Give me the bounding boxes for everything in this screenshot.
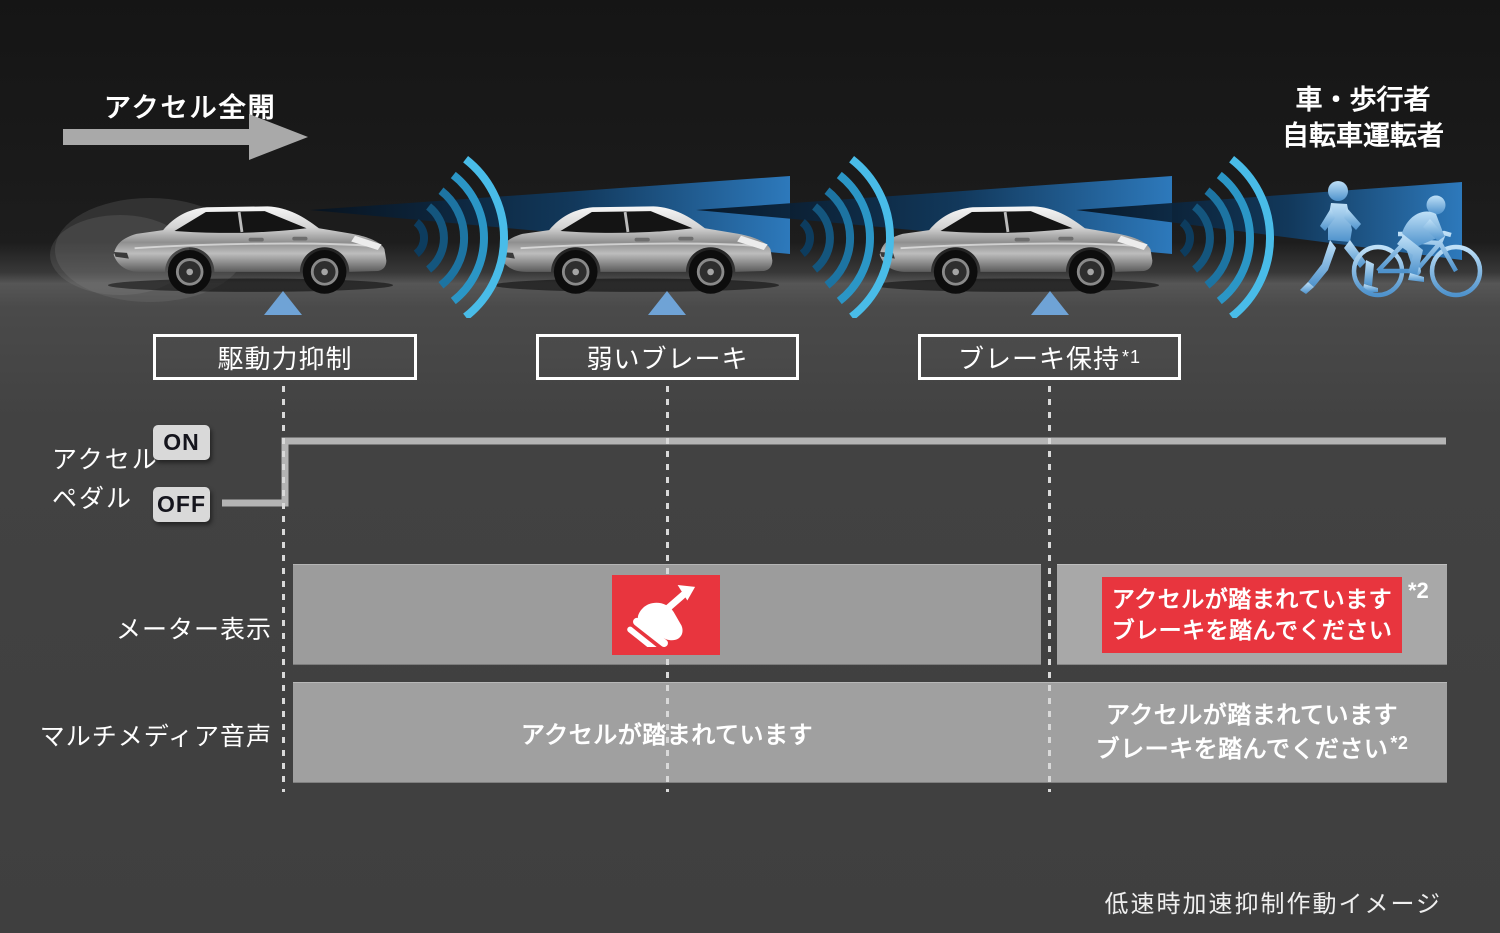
cyclist-icon <box>1351 195 1483 298</box>
stage-box-brake-hold: ブレーキ保持 *1 <box>918 334 1181 380</box>
indicator-triangle-icon <box>648 291 686 315</box>
radar-waves-icon <box>802 159 890 317</box>
stage-box-drive-suppression: 駆動力抑制 <box>153 334 417 380</box>
stage1-label: 駆動力抑制 <box>217 343 353 374</box>
stage3-label: ブレーキ保持 <box>957 343 1120 374</box>
audio-band <box>293 682 1447 783</box>
audio-message-2-line1: アクセルが踏まれています <box>1105 701 1399 729</box>
accelerator-pedal-warning-icon <box>627 584 696 647</box>
audio-footnote: *2 <box>1390 732 1409 753</box>
stage-box-weak-brake: 弱いブレーキ <box>536 334 799 380</box>
pedestrian-icon <box>1300 181 1378 294</box>
meter-footnote: *2 <box>1408 578 1429 603</box>
audio-row-label: マルチメディア音声 <box>39 723 272 751</box>
indicator-triangle-icon <box>264 291 302 315</box>
audio-message-2-line2-text: ブレーキを踏んでください <box>1095 735 1389 763</box>
pedal-off-badge: OFF <box>153 487 210 522</box>
pedal-label: アクセル ペダル <box>52 441 159 519</box>
audio-message-1-text: アクセルが踏まれています <box>520 722 814 749</box>
footer-caption: 低速時加速抑制作動イメージ <box>1104 891 1442 918</box>
audio-message-1: アクセルが踏まれています <box>293 682 1041 783</box>
targets-label: 車・歩行者 自転車運転者 <box>1282 82 1444 154</box>
pedal-label-line1: アクセル <box>52 446 159 474</box>
radar-waves-icon <box>416 159 504 317</box>
meter-warning-box: アクセルが踏まれています ブレーキを踏んでください <box>1102 577 1402 653</box>
dotted-guide-line <box>1048 386 1051 792</box>
accel-full-label: アクセル全開 <box>104 93 277 123</box>
meter-row-label: メーター表示 <box>115 616 272 644</box>
pedal-label-line2: ペダル <box>52 485 134 513</box>
meter-warning-line1: アクセルが踏まれています <box>1111 586 1393 612</box>
pedal-on-badge: ON <box>153 425 210 460</box>
pedal-state-line <box>222 437 1446 507</box>
targets-line2: 自転車運転者 <box>1282 121 1444 151</box>
indicator-triangle-icon <box>1031 291 1069 315</box>
audio-message-2: アクセルが踏まれています ブレーキを踏んでください*2 <box>1057 682 1447 783</box>
radar-waves-icon <box>1182 159 1270 317</box>
right-arrow-icon <box>63 114 308 160</box>
scene-illustration <box>50 150 1483 318</box>
pedal-warning-badge <box>612 575 720 655</box>
targets-line1: 車・歩行者 <box>1295 85 1431 115</box>
dotted-guide-line <box>282 386 285 792</box>
audio-message-2-line2: ブレーキを踏んでください*2 <box>1096 733 1409 767</box>
meter-warning-line2: ブレーキを踏んでください <box>1111 617 1393 643</box>
stage2-label: 弱いブレーキ <box>586 343 749 374</box>
